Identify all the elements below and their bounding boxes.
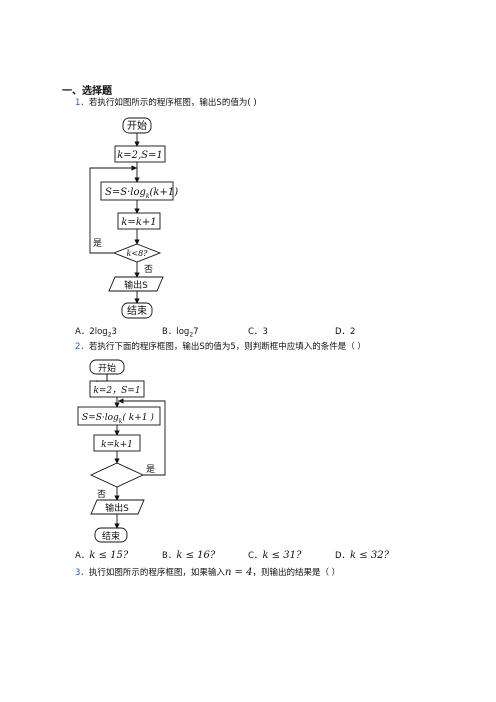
flow2-end-node bbox=[94, 527, 128, 543]
flow1-yes-label: 是 bbox=[93, 238, 102, 249]
q1-option-a[interactable]: A．2log23 bbox=[75, 327, 117, 339]
flow2-no-label: 否 bbox=[97, 489, 106, 500]
flow2-output-label: 输出S bbox=[105, 502, 129, 514]
section-title: 一、选择题 bbox=[62, 86, 112, 97]
question-3: 3．执行如图所示的程序框图，如果输入n = 4，则输出的结果是（ ） bbox=[75, 566, 340, 578]
flow1-incr-label: k=k+1 bbox=[121, 217, 156, 228]
flow2-init-label: k=2，S=1 bbox=[93, 386, 140, 396]
question-3-text-a: 执行如图所示的程序框图，如果输入 bbox=[88, 568, 225, 578]
flow1-output-node bbox=[108, 276, 164, 292]
q2-option-b[interactable]: B．k ≤ 16? bbox=[162, 550, 216, 561]
q2-option-d[interactable]: D．k ≤ 32? bbox=[335, 550, 389, 561]
flow2-calc-suffix: ( k+1 ) bbox=[122, 412, 154, 423]
flow2-calc-prefix: S=S·log bbox=[82, 413, 119, 423]
flow2-decision-node bbox=[89, 462, 145, 488]
question-2-text: 若执行下面的程序框图，输出S的值为5，则判断框中应填入的条件是（ ） bbox=[88, 342, 366, 352]
q1-option-c[interactable]: C．3 bbox=[248, 327, 268, 337]
question-1-number: 1． bbox=[75, 98, 89, 108]
question-3-text-b: ，则输出的结果是（ ） bbox=[252, 568, 341, 578]
flow2-start-label: 开始 bbox=[98, 362, 116, 374]
question-1: 1．若执行如图所示的程序框图，输出S的值为( ) bbox=[75, 96, 257, 108]
flow1-init-label: k=2,S=1 bbox=[117, 150, 163, 161]
question-2-number: 2． bbox=[75, 342, 89, 352]
svg-text:S=S·logk( k+1 ): S=S·logk( k+1 ) bbox=[82, 412, 154, 425]
flow1-incr-node bbox=[117, 212, 161, 230]
flow2-end-label: 结束 bbox=[102, 530, 120, 542]
flow1-end-label: 结束 bbox=[127, 304, 147, 317]
flow1-end-node bbox=[121, 302, 153, 319]
question-1-text: 若执行如图所示的程序框图，输出S的值为( ) bbox=[88, 98, 257, 108]
flow2-yes-label: 是 bbox=[146, 464, 155, 475]
flow2-calc-base: k bbox=[119, 418, 123, 425]
flow1-calc-base: k bbox=[146, 193, 150, 200]
flow2-calc-node bbox=[77, 406, 161, 426]
flow1-cond-label: k<8? bbox=[127, 249, 149, 258]
flow2-output-node bbox=[90, 499, 145, 515]
q2-option-a[interactable]: A．k ≤ 15? bbox=[75, 550, 129, 561]
flow1-no-label: 否 bbox=[144, 264, 153, 275]
flow1-output-label: 输出S bbox=[124, 279, 148, 291]
question-3-number: 3． bbox=[75, 568, 89, 578]
flow1-init-node bbox=[114, 145, 166, 163]
flow1-start-label: 开始 bbox=[127, 119, 147, 132]
q1-option-d[interactable]: D．2 bbox=[335, 327, 356, 337]
flow2-incr-label: k=k+1 bbox=[101, 440, 133, 450]
question-3-math: n = 4 bbox=[224, 567, 253, 578]
flow1-calc-prefix: S=S·log bbox=[105, 187, 146, 198]
question-2: 2．若执行下面的程序框图，输出S的值为5，则判断框中应填入的条件是（ ） bbox=[75, 340, 366, 352]
q2-option-c[interactable]: C．k ≤ 31? bbox=[248, 550, 302, 561]
flow1-calc-suffix: (k+1) bbox=[150, 187, 179, 198]
svg-text:S=S·logk(k+1): S=S·logk(k+1) bbox=[105, 187, 178, 200]
q1-option-b[interactable]: B．log27 bbox=[162, 327, 199, 339]
